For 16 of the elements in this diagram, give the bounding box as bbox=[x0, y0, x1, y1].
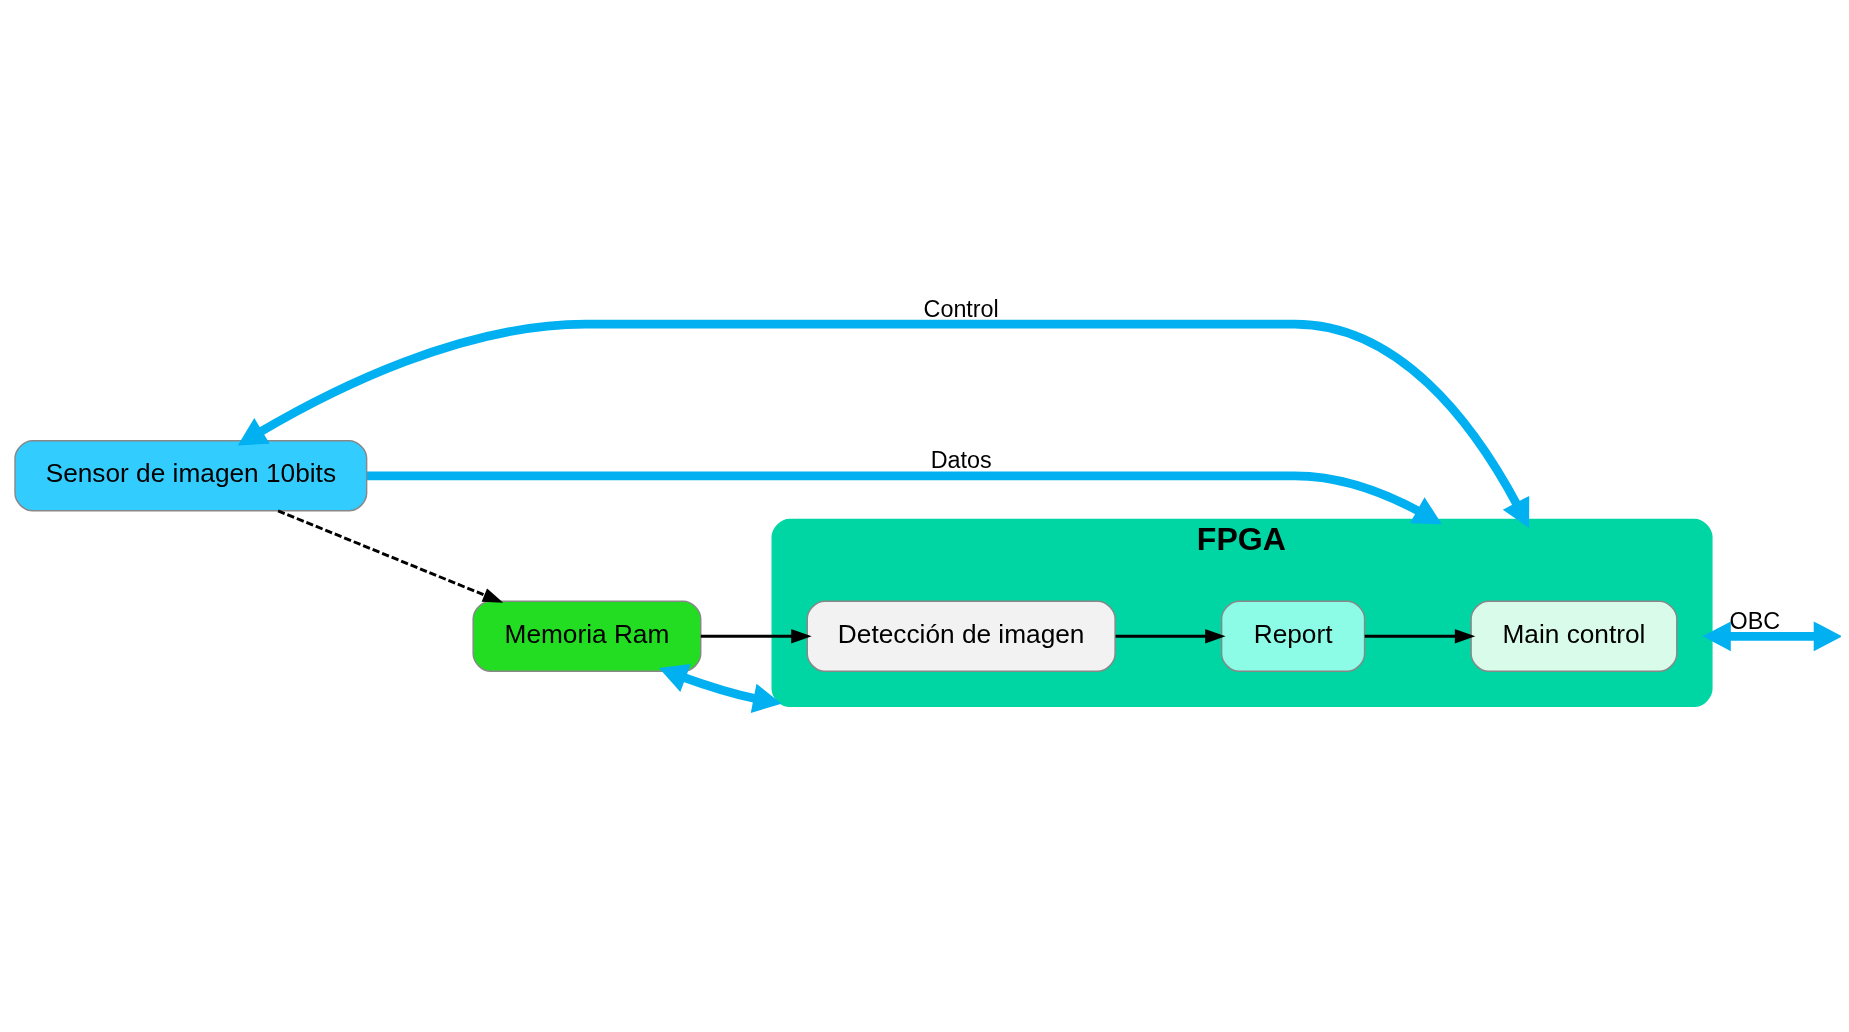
node-box: Report bbox=[1220, 600, 1366, 673]
node-box: Detección de imagen bbox=[806, 600, 1116, 673]
edge-label: OBC bbox=[1729, 607, 1781, 634]
node-box: Main control bbox=[1470, 600, 1678, 673]
arrow bbox=[1364, 629, 1476, 644]
edge-label: Datos bbox=[930, 447, 992, 474]
node-box: Memoria Ram bbox=[472, 600, 702, 673]
arrow bbox=[658, 664, 782, 713]
arrow bbox=[237, 319, 1530, 528]
arrow bbox=[1115, 629, 1226, 644]
arrow bbox=[1702, 621, 1841, 652]
arrow bbox=[367, 471, 1442, 525]
arrow bbox=[277, 509, 504, 603]
edge-label: Control bbox=[923, 295, 999, 322]
node-box: Sensor de imagen 10bits bbox=[14, 440, 368, 512]
arrow bbox=[700, 629, 812, 644]
